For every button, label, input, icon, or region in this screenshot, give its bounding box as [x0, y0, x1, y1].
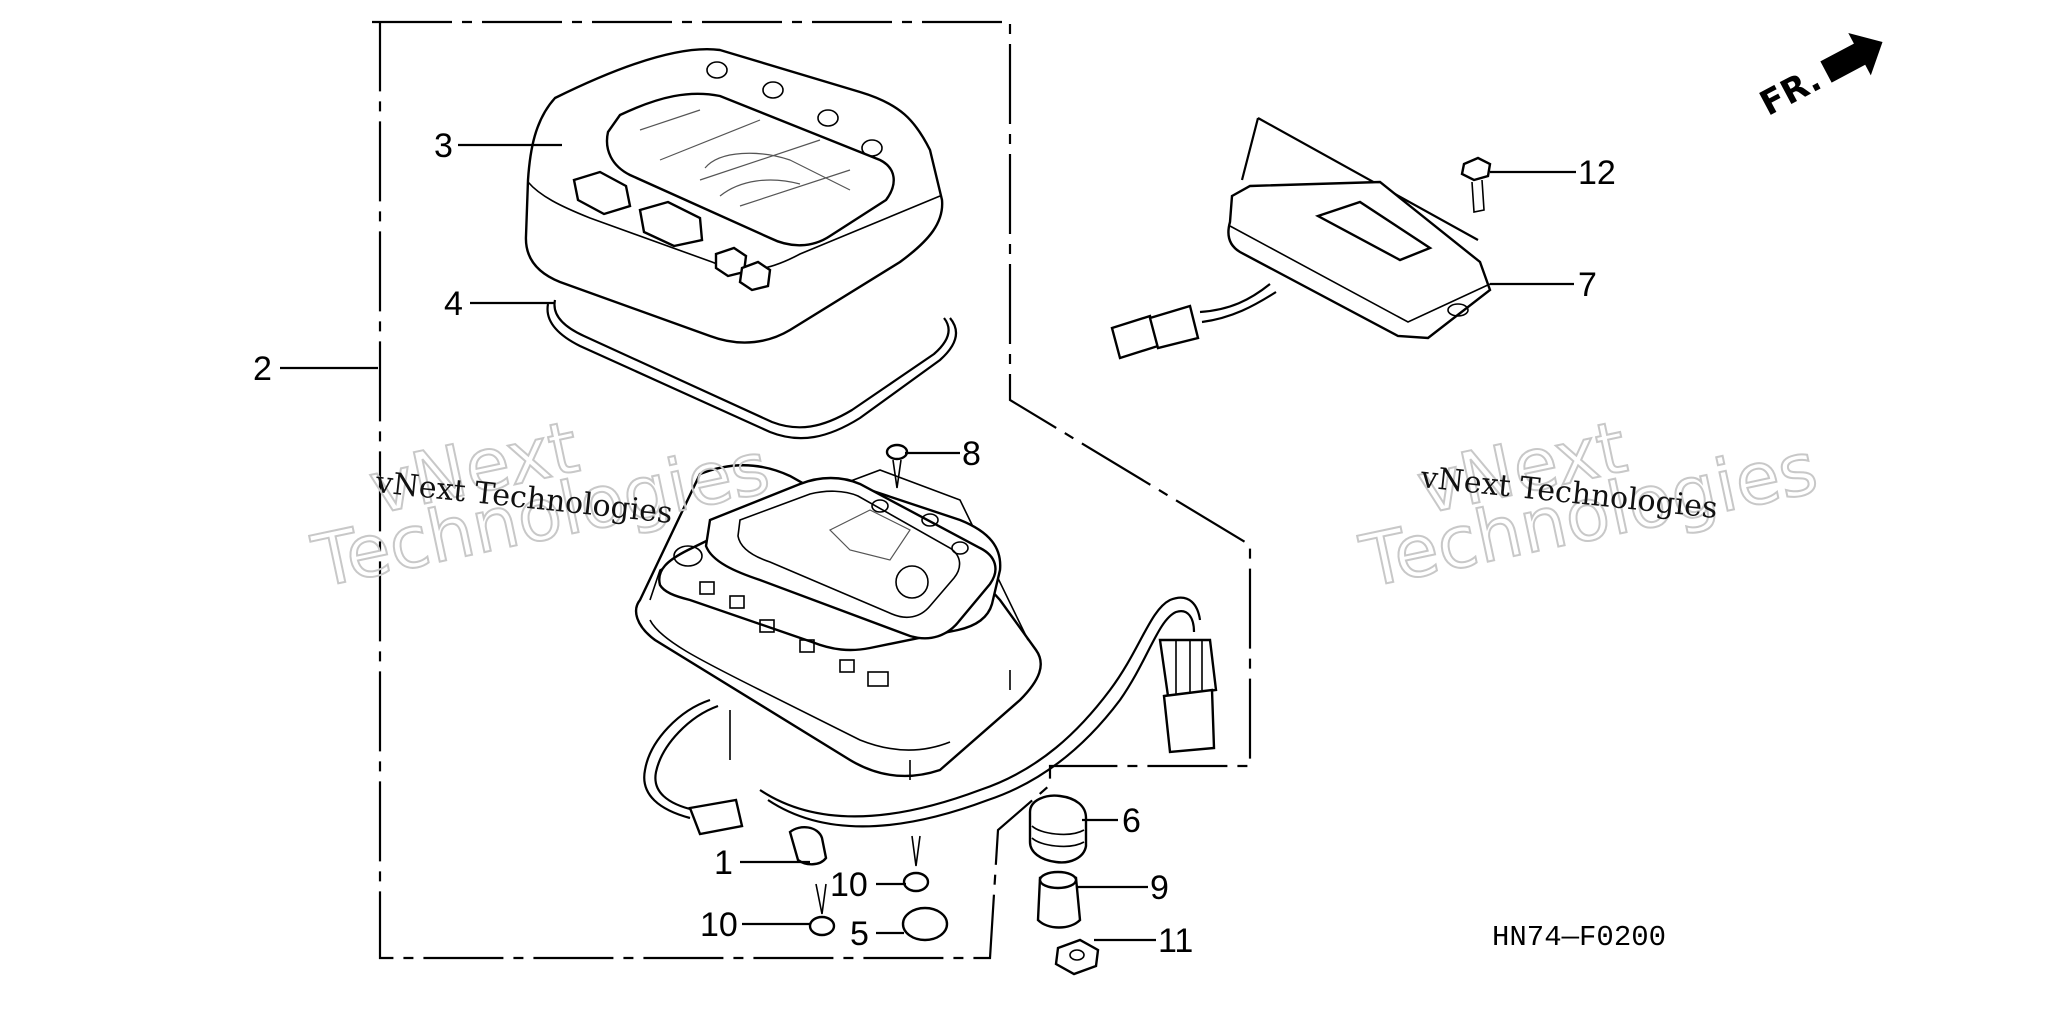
callout-2: 2	[253, 350, 272, 388]
grommet-6	[1028, 794, 1088, 864]
callout-6: 6	[1122, 802, 1141, 840]
cap-5	[901, 906, 949, 942]
meter-case-cover	[524, 47, 944, 344]
front-indicator-label: FR.	[1754, 59, 1828, 124]
watermark-right: vNext Technologies vNext Technologies	[1352, 404, 1825, 605]
gasket	[546, 299, 958, 440]
callout-12: 12	[1578, 154, 1616, 192]
callout-9: 9	[1150, 869, 1169, 907]
screw-10-upper	[902, 835, 930, 893]
leader-lines	[280, 143, 1576, 942]
callout-10-upper: 10	[830, 866, 868, 904]
callout-labels: 3 4 2 8 12 7 6 9 11 1 10 10 5	[253, 127, 1616, 960]
front-arrow: FR.	[1754, 32, 1883, 124]
callout-3: 3	[434, 127, 453, 165]
callout-1: 1	[714, 844, 733, 882]
callout-10-lower: 10	[700, 906, 738, 944]
callout-4: 4	[444, 285, 463, 323]
callout-11: 11	[1158, 922, 1193, 960]
wire-harness	[643, 596, 1218, 836]
callout-7: 7	[1578, 266, 1597, 304]
callout-8: 8	[962, 435, 981, 473]
bolt-12	[1460, 156, 1492, 213]
meter-assembly	[635, 464, 1042, 780]
screw-10-lower	[808, 883, 836, 937]
front-arrow-icon	[1820, 32, 1883, 83]
collar-9	[1036, 870, 1082, 929]
control-unit-7	[1110, 117, 1492, 360]
screw-8	[885, 443, 909, 489]
assembly-2-outline	[372, 20, 1252, 960]
diagram-code: HN74—F0200	[1492, 921, 1666, 954]
nut-11	[1054, 938, 1100, 976]
callout-5: 5	[850, 915, 869, 953]
clamp-1	[788, 826, 828, 866]
